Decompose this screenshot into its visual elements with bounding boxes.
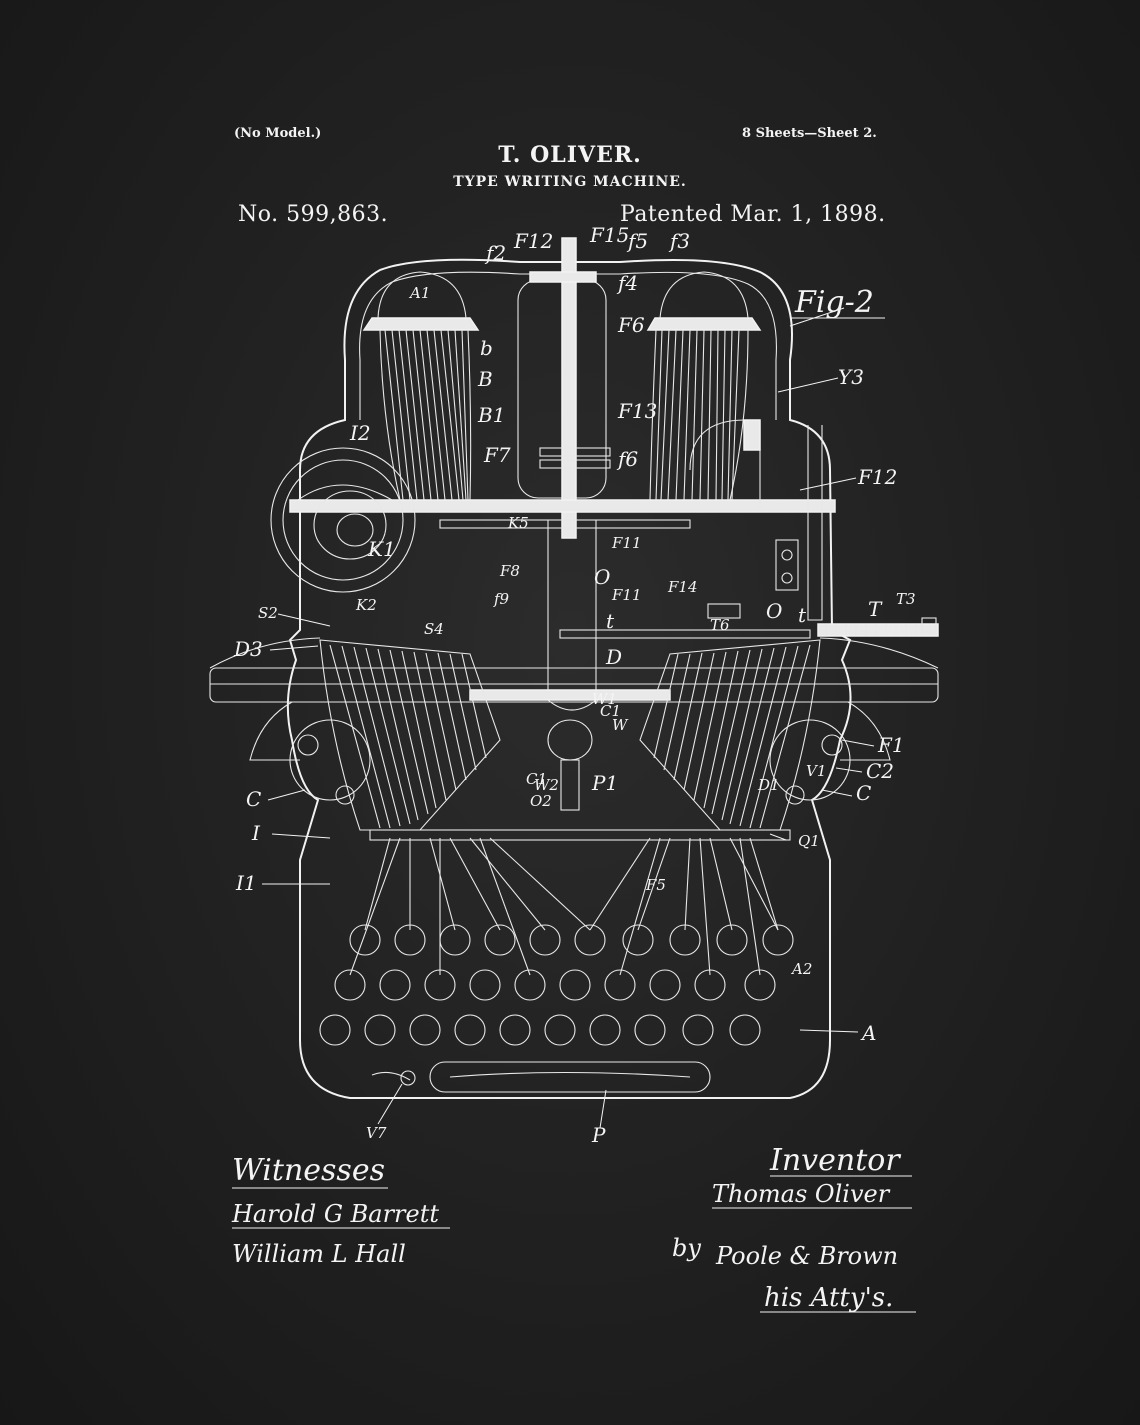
side-lever bbox=[371, 1071, 411, 1081]
attorneys-signature: Poole & Brown bbox=[715, 1242, 898, 1270]
inventor-name: T. OLIVER. bbox=[498, 142, 642, 168]
witness-signature-2: William L Hall bbox=[232, 1240, 406, 1268]
reference-label: C1 bbox=[526, 770, 547, 788]
reference-label: T6 bbox=[710, 616, 730, 634]
reference-label: I1 bbox=[235, 871, 257, 895]
reference-label: W1 bbox=[592, 690, 617, 708]
reference-label: C1 bbox=[600, 702, 621, 720]
upper-rail bbox=[289, 499, 836, 513]
inventor-heading: Inventor bbox=[769, 1143, 901, 1178]
carriage-rail bbox=[559, 629, 811, 639]
upper-typebar-right bbox=[646, 271, 762, 501]
figure-label: Fig-2 bbox=[794, 285, 874, 320]
reference-label: W bbox=[612, 716, 629, 734]
central-column bbox=[517, 237, 611, 811]
reference-label: C bbox=[246, 787, 261, 811]
reference-label: K1 bbox=[367, 537, 396, 561]
reference-label: f3 bbox=[668, 229, 690, 253]
left-wing bbox=[249, 701, 300, 761]
by-word: by bbox=[672, 1234, 701, 1262]
reference-label: S4 bbox=[424, 620, 444, 638]
reference-label: F7 bbox=[483, 443, 511, 467]
reference-label: P1 bbox=[591, 771, 618, 795]
reference-label: A2 bbox=[790, 960, 812, 978]
reference-label: F13 bbox=[617, 399, 657, 423]
ribbon-spool bbox=[270, 447, 416, 593]
reference-label: F15 bbox=[589, 223, 629, 247]
witnesses-heading: Witnesses bbox=[232, 1153, 385, 1188]
reference-label: V1 bbox=[806, 762, 826, 780]
reference-label: A1 bbox=[408, 284, 430, 302]
reference-label: F6 bbox=[617, 313, 645, 337]
keyboard bbox=[319, 924, 794, 1046]
sheet-count: 8 Sheets—Sheet 2. bbox=[742, 126, 877, 141]
attorneys-suffix: his Atty's. bbox=[764, 1283, 893, 1313]
reference-label: f4 bbox=[616, 271, 638, 295]
leader-lines bbox=[262, 307, 875, 1129]
reference-label: F8 bbox=[499, 562, 520, 580]
reference-label: K2 bbox=[355, 596, 377, 614]
key-levers bbox=[349, 829, 791, 976]
typebar-fan-left bbox=[289, 639, 501, 831]
reference-label: D1 bbox=[757, 776, 780, 794]
reference-label: W2 bbox=[534, 776, 559, 794]
reference-label: A bbox=[860, 1021, 876, 1045]
reference-label: F12 bbox=[857, 465, 897, 489]
reference-label: Y3 bbox=[838, 365, 864, 389]
reference-label: C bbox=[856, 781, 871, 805]
reference-label: O2 bbox=[530, 792, 552, 810]
right-wing bbox=[840, 701, 891, 761]
reference-label: F5 bbox=[645, 876, 666, 894]
reference-label: t bbox=[798, 603, 807, 627]
reference-label: f5 bbox=[626, 229, 648, 253]
reference-label: f2 bbox=[484, 241, 506, 265]
inventor-signature: Thomas Oliver bbox=[712, 1180, 891, 1208]
reference-label: F12 bbox=[513, 229, 553, 253]
reference-label: F11 bbox=[611, 586, 642, 604]
reference-label: f9 bbox=[493, 590, 510, 608]
reference-label: b bbox=[480, 336, 493, 360]
reference-label: F1 bbox=[877, 733, 905, 757]
reference-label: I2 bbox=[349, 421, 371, 445]
reference-label: B1 bbox=[477, 403, 505, 427]
reference-label: D bbox=[605, 645, 622, 669]
reference-label: B bbox=[477, 367, 493, 391]
reference-label: S2 bbox=[258, 604, 278, 622]
invention-title: TYPE WRITING MACHINE. bbox=[453, 174, 687, 190]
reference-label: F14 bbox=[667, 578, 698, 596]
reference-label: P bbox=[591, 1123, 606, 1147]
signatures: Witnesses Harold G Barrett William L Hal… bbox=[231, 1143, 916, 1313]
side-mechanism bbox=[689, 419, 823, 621]
reference-label: C2 bbox=[866, 759, 894, 783]
reference-label: Q1 bbox=[798, 832, 820, 850]
reference-label: O bbox=[594, 565, 610, 589]
witness-signature-1: Harold G Barrett bbox=[231, 1200, 439, 1228]
space-bar bbox=[429, 1061, 711, 1093]
reference-letters: f2 F12 F15 f5 f3 f4 A1 b B B1 F6 F13 F7 … bbox=[233, 223, 916, 1147]
reference-label: O bbox=[766, 599, 782, 623]
reference-label: T bbox=[868, 597, 883, 621]
platen-bar bbox=[209, 667, 939, 703]
reference-label: V7 bbox=[366, 1124, 387, 1142]
upper-typebar-left bbox=[362, 271, 480, 501]
reference-label: K5 bbox=[507, 514, 529, 532]
reference-label: T3 bbox=[896, 590, 916, 608]
no-model-note: (No Model.) bbox=[234, 126, 322, 141]
reference-label: f6 bbox=[616, 447, 638, 471]
patent-date: Patented Mar. 1, 1898. bbox=[620, 202, 886, 227]
patent-number: No. 599,863. bbox=[238, 202, 389, 227]
reference-label: I bbox=[251, 821, 261, 845]
reference-label: D3 bbox=[233, 637, 263, 661]
reference-label: F11 bbox=[611, 534, 642, 552]
reference-label: t bbox=[606, 609, 615, 633]
scale-bar bbox=[817, 617, 939, 637]
